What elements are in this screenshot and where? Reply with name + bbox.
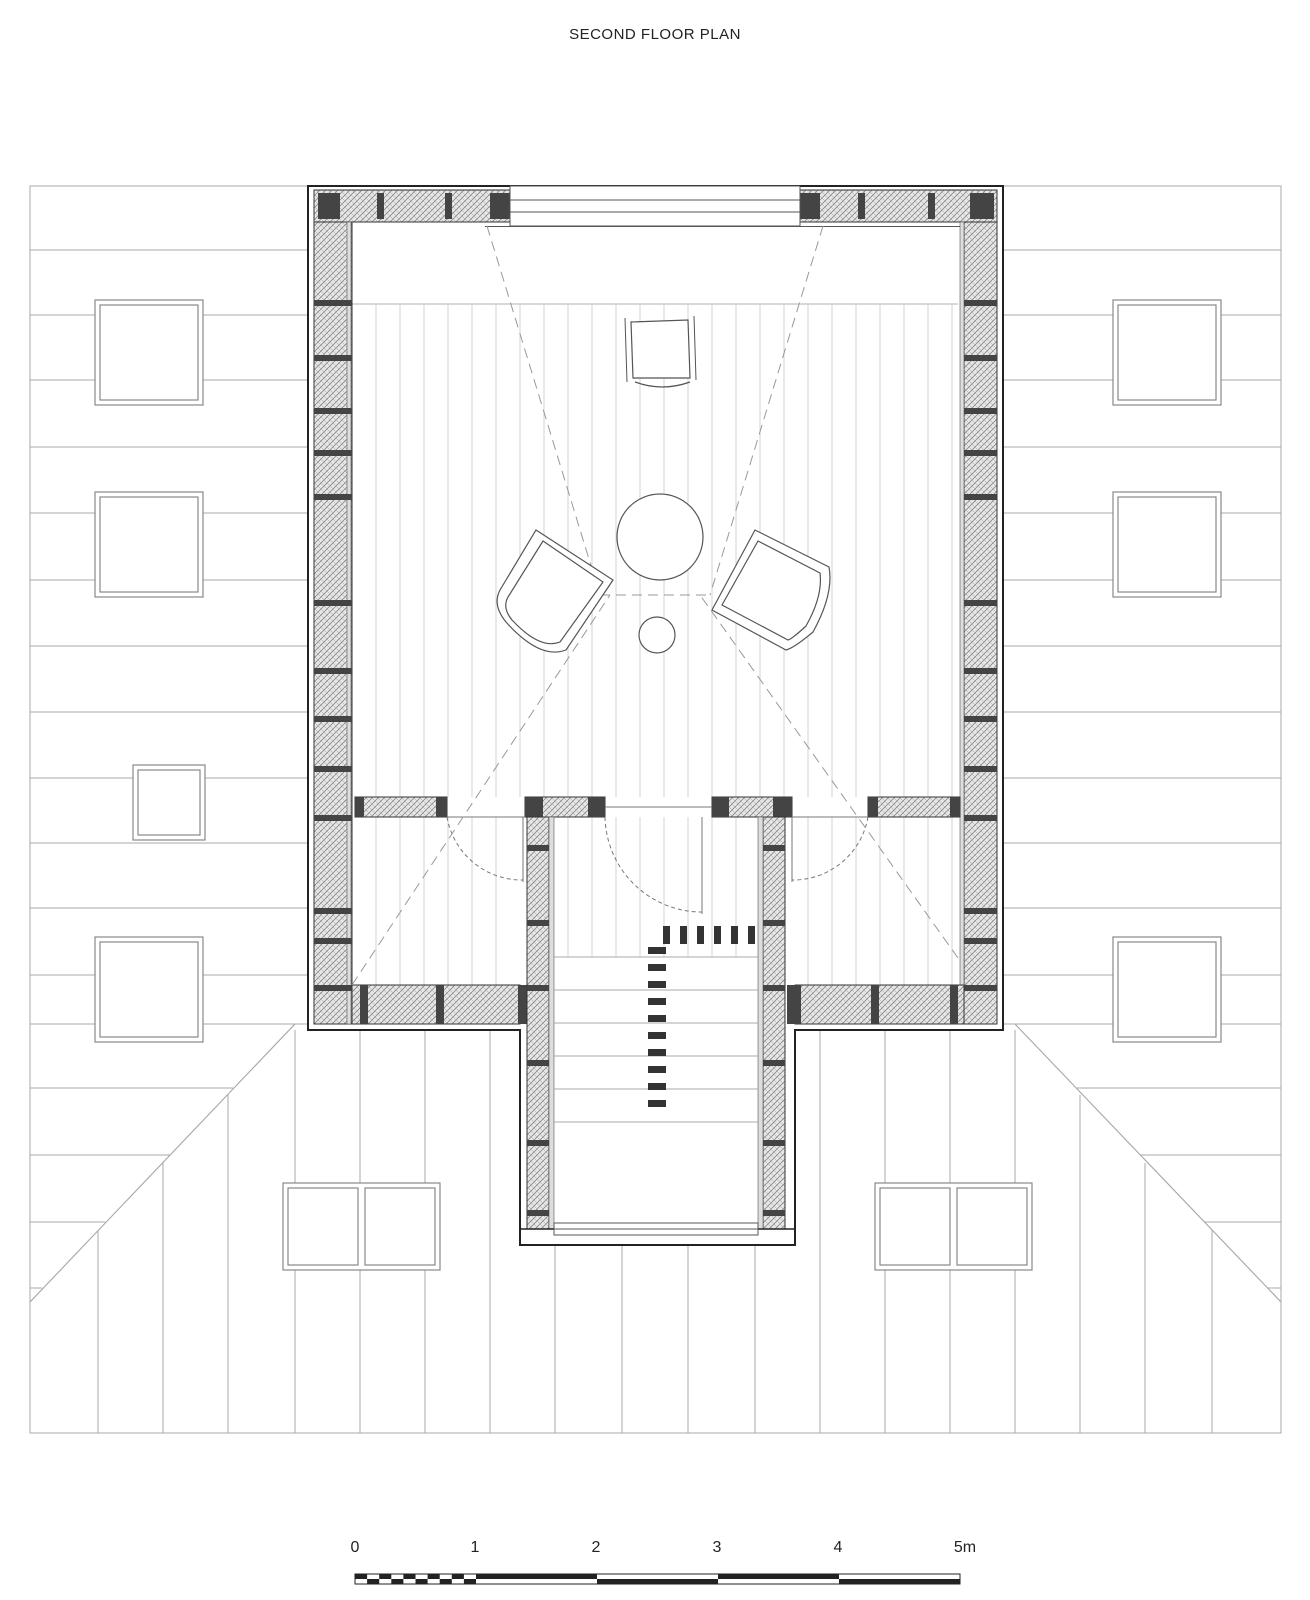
chair-top bbox=[624, 315, 697, 388]
furniture bbox=[496, 315, 831, 654]
armchair-right bbox=[711, 529, 831, 651]
scale-label-5m: 5m bbox=[954, 1539, 976, 1556]
wall-east bbox=[959, 221, 998, 1025]
partition-wall bbox=[354, 796, 961, 818]
skylights bbox=[94, 299, 1222, 1271]
doors bbox=[446, 806, 869, 914]
scale-label-4: 4 bbox=[834, 1539, 843, 1556]
scale-bar-segments bbox=[354, 1573, 961, 1585]
wall-west bbox=[313, 221, 353, 1025]
scale-label-3: 3 bbox=[713, 1539, 722, 1556]
roof-lower bbox=[29, 1023, 1282, 1434]
scale-label-2: 2 bbox=[592, 1539, 601, 1556]
scale-bar: 0 1 2 3 4 5m bbox=[351, 1539, 976, 1585]
stool bbox=[638, 616, 676, 654]
wall-north bbox=[313, 185, 998, 227]
table-round bbox=[616, 493, 704, 581]
staircase bbox=[554, 926, 758, 1123]
scale-label-0: 0 bbox=[351, 1539, 360, 1556]
scale-label-1: 1 bbox=[471, 1539, 480, 1556]
stair-walls bbox=[519, 816, 796, 1246]
drawing-title: SECOND FLOOR PLAN bbox=[569, 26, 741, 43]
projection-lines bbox=[351, 225, 959, 986]
armchair-left bbox=[496, 529, 614, 653]
